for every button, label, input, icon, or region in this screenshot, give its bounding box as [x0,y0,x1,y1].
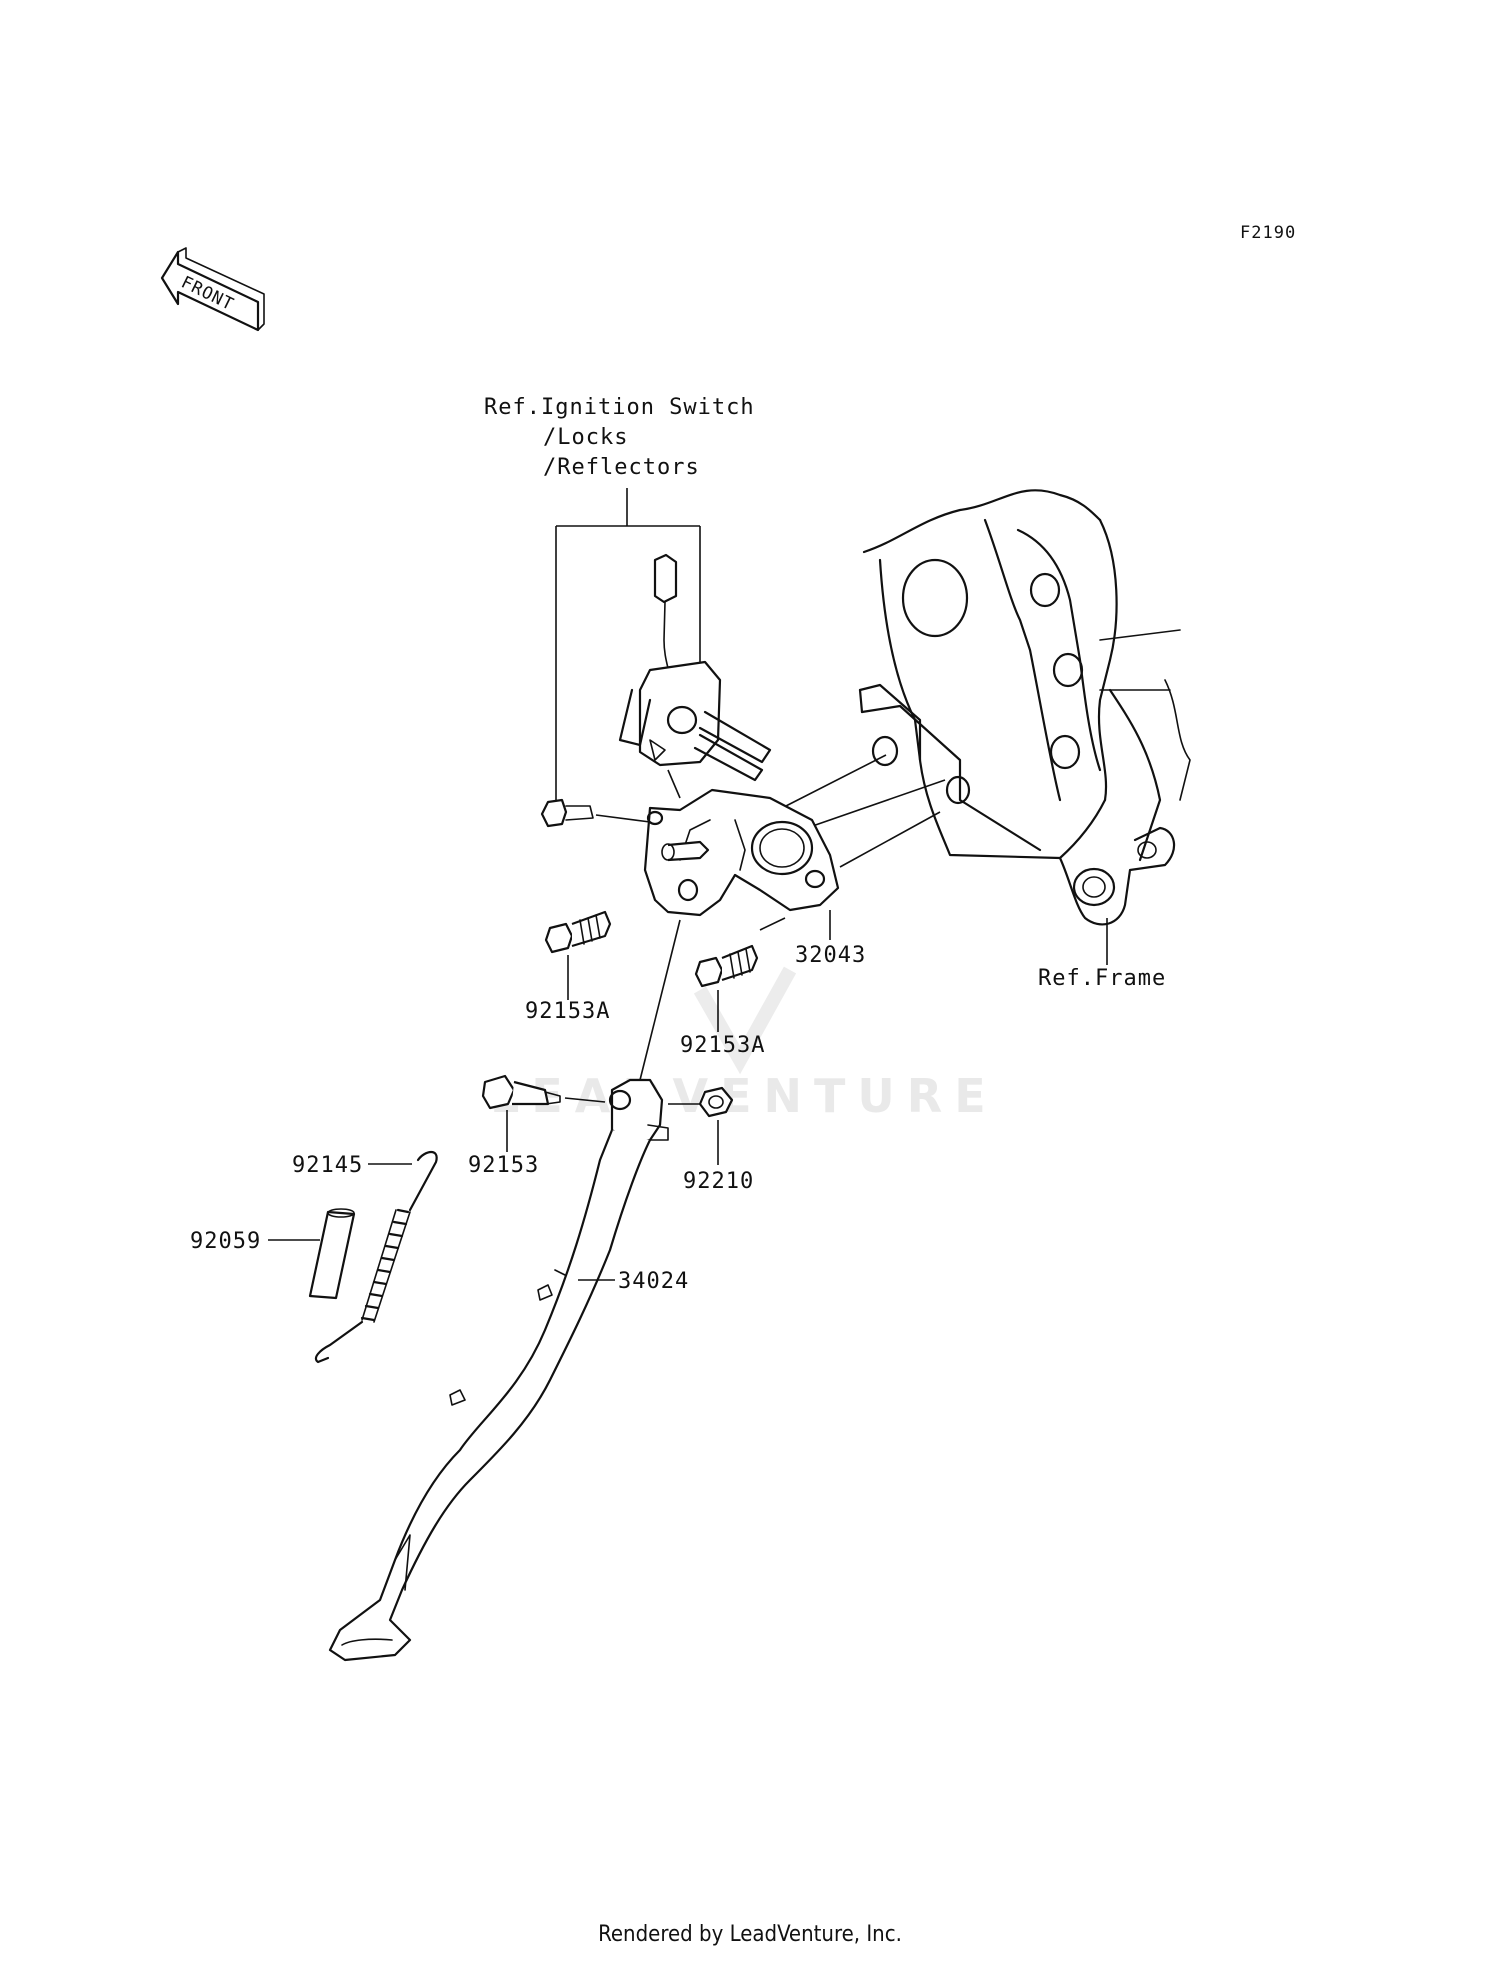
watermark: LEADVENTURE [490,966,998,1123]
frame-drawing [858,489,1191,926]
label-32043: 32043 [795,943,866,968]
side-stand-switch [618,553,772,799]
sleeve-92059 [268,1208,356,1300]
footer-credit: Rendered by LeadVenture, Inc. [598,1922,902,1947]
bolt-92153a-left [544,910,612,1000]
ignition-ref-bracket [555,488,701,812]
bracket-32043 [639,788,840,1081]
side-stand-34024 [328,1078,669,1662]
label-92153: 92153 [468,1153,539,1178]
label-92145: 92145 [292,1153,363,1178]
figure-code: F2190 [1240,223,1296,243]
bolt-92153a-right [694,944,759,1032]
spring-92145 [314,1150,438,1364]
label-92153a-left: 92153A [525,999,610,1024]
label-34024: 34024 [618,1269,689,1294]
ref-ignition-line2: /Locks [543,425,628,450]
label-92210: 92210 [683,1169,754,1194]
ref-ignition-line3: /Reflectors [543,455,700,480]
nut-92210 [668,1086,734,1165]
switch-screw [540,798,651,828]
label-92059: 92059 [190,1229,261,1254]
front-arrow-icon: FRONT [160,247,265,332]
watermark-text: LEADVENTURE [490,1069,998,1123]
ref-frame-label: Ref.Frame [1038,966,1166,991]
pivot-bolt-92153 [481,1074,606,1152]
label-92153a-right: 92153A [680,1033,765,1058]
ref-ignition-line1: Ref.Ignition Switch [484,395,755,420]
